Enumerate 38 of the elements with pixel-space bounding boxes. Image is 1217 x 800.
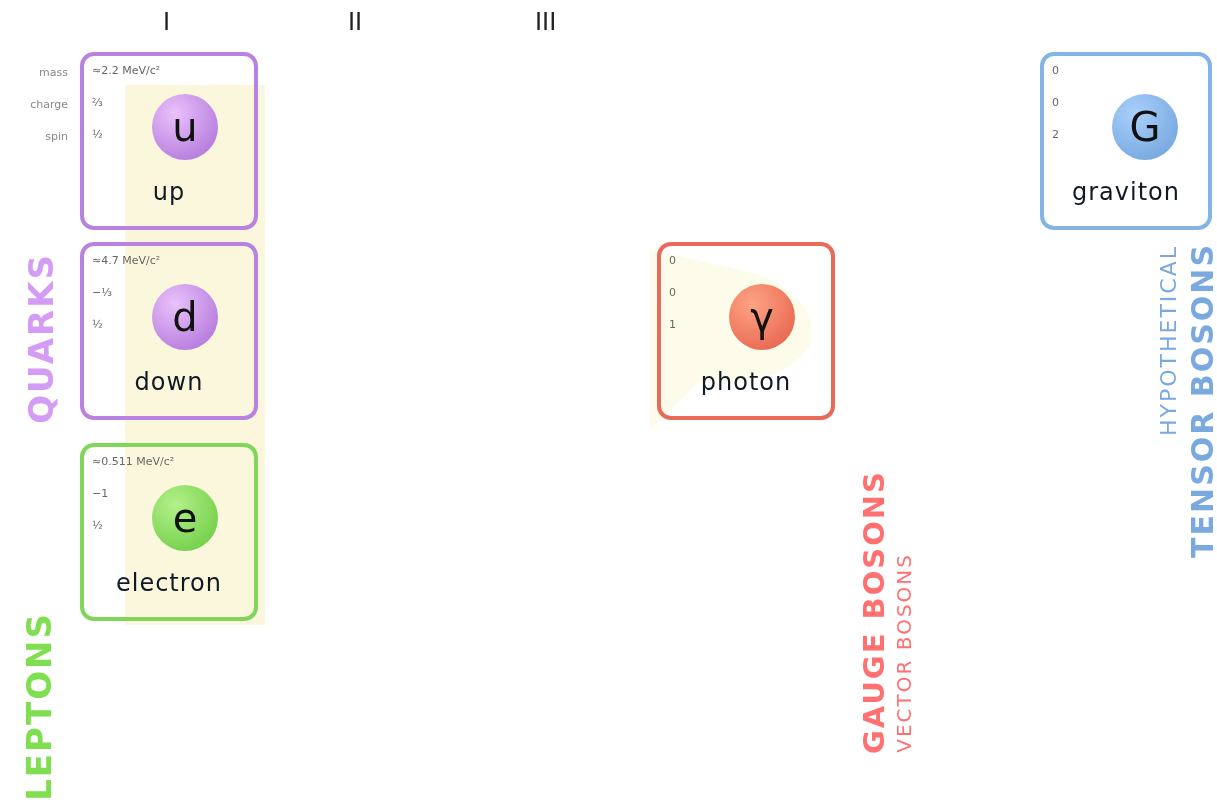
category-label: QUARKS: [24, 253, 58, 424]
generation-label: II: [348, 8, 363, 36]
category-label: GAUGE BOSONS: [860, 470, 889, 755]
particle-card: [80, 242, 258, 420]
category-label: HYPOTHETICAL: [1158, 245, 1180, 437]
mass-value: 0: [1052, 64, 1059, 77]
particle-name: graviton: [1071, 178, 1181, 206]
spin-value: 2: [1052, 128, 1059, 141]
category-label: LEPTONS: [22, 612, 56, 800]
generation-label: I: [163, 8, 171, 36]
spin-value: ½: [92, 128, 103, 141]
mass-value: ≈2.2 MeV/c²: [92, 64, 161, 77]
spin-value: 1: [669, 318, 676, 331]
property-label: spin: [45, 130, 68, 143]
mass-value: 0: [669, 254, 676, 267]
spin-value: ½: [92, 519, 103, 532]
mass-value: ≈0.511 MeV/c²: [92, 455, 175, 468]
property-label: charge: [30, 98, 68, 111]
mass-value: ≈4.7 MeV/c²: [92, 254, 161, 267]
category-label: TENSOR BOSONS: [1188, 243, 1217, 558]
charge-value: −⅓: [92, 286, 112, 299]
particle-name: photon: [699, 368, 793, 396]
property-label: mass: [39, 66, 68, 79]
particle-card: [80, 52, 258, 230]
spin-value: ½: [92, 318, 103, 331]
particle-card: [657, 242, 835, 420]
category-label: VECTOR BOSONS: [894, 553, 914, 753]
particle-name: electron: [114, 569, 223, 597]
charge-value: 0: [669, 286, 676, 299]
particle-name: up: [151, 178, 187, 206]
charge-value: −1: [92, 487, 109, 500]
particle-name: down: [133, 368, 205, 396]
particle-card: [80, 443, 258, 621]
charge-value: ⅔: [92, 96, 103, 109]
charge-value: 0: [1052, 96, 1059, 109]
particle-card: [1040, 52, 1212, 230]
generation-label: III: [535, 8, 557, 36]
particle-symbol: G: [1112, 94, 1178, 160]
